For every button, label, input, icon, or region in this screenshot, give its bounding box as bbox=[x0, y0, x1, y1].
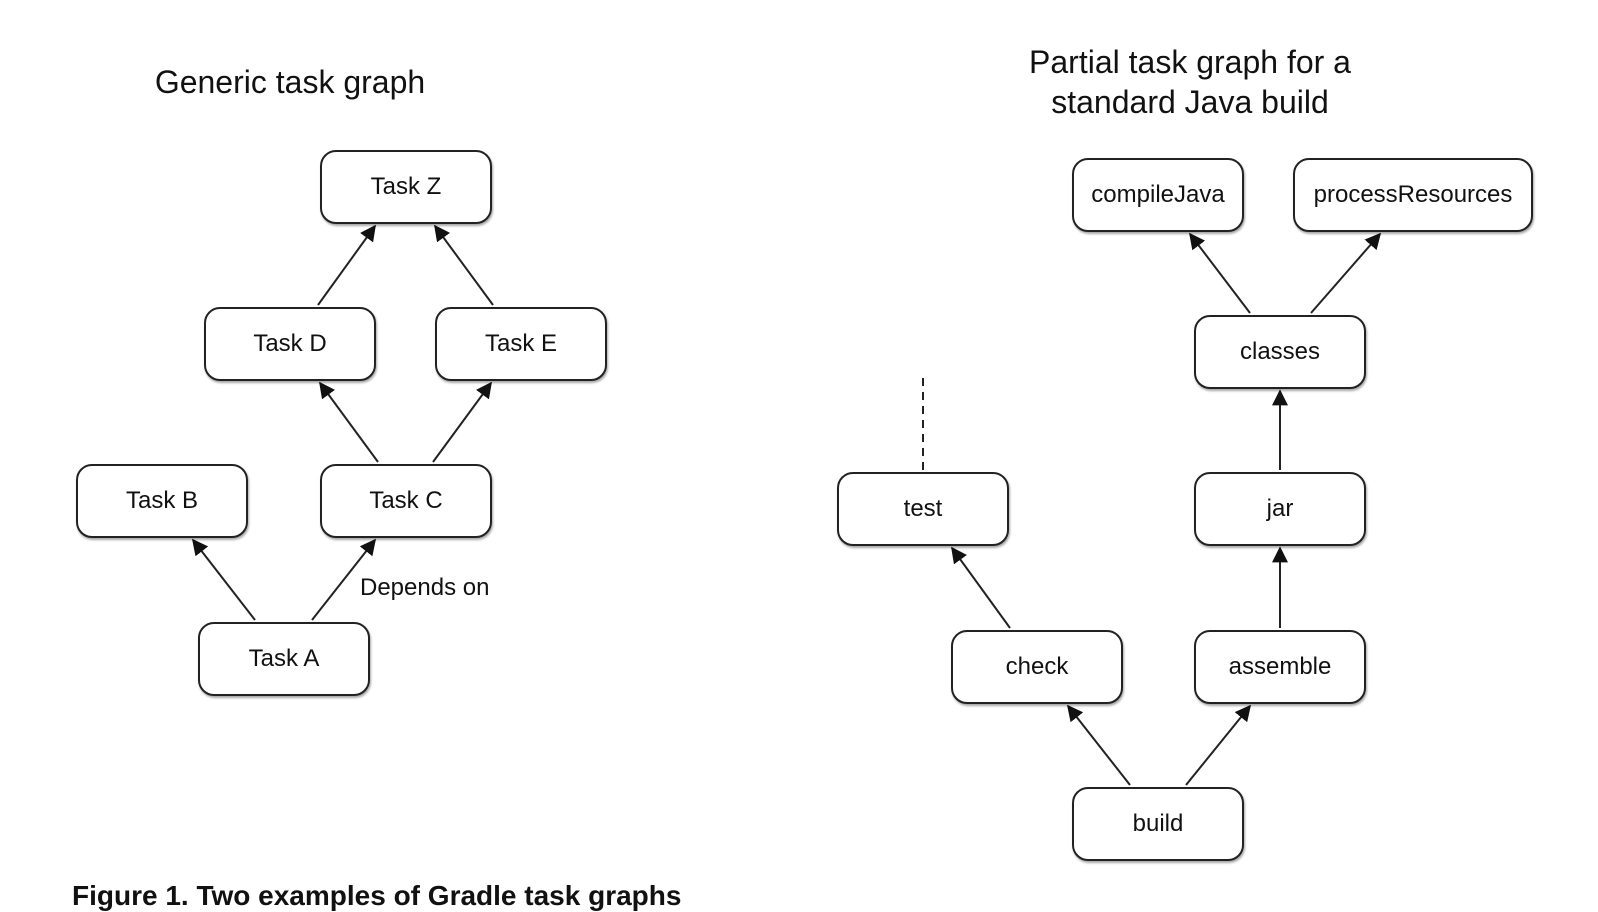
right-title-line-2: standard Java build bbox=[1051, 84, 1329, 120]
node-assemble: assemble bbox=[1194, 630, 1366, 704]
edge-task-c-to-task-e bbox=[432, 381, 492, 463]
node-task-c: Task C bbox=[320, 464, 492, 538]
depends-on-label: Depends on bbox=[360, 574, 490, 601]
node-process-resources: processResources bbox=[1293, 158, 1533, 232]
node-task-z: Task Z bbox=[320, 150, 492, 224]
edge-task-a-to-task-c bbox=[311, 538, 376, 621]
left-diagram-title: Generic task graph bbox=[154, 64, 426, 100]
edge-check-to-test bbox=[951, 546, 1011, 629]
node-task-e: Task E bbox=[435, 307, 607, 381]
edge-build-to-check bbox=[1067, 704, 1131, 786]
edge-classes-to-compile-java bbox=[1189, 232, 1251, 314]
edge-task-e-to-task-z bbox=[434, 224, 494, 306]
node-check: check bbox=[951, 630, 1123, 704]
edge-build-to-assemble bbox=[1185, 704, 1252, 786]
edge-task-d-to-task-z bbox=[317, 224, 376, 306]
figure-caption: Figure 1. Two examples of Gradle task gr… bbox=[72, 880, 682, 911]
node-test: test bbox=[837, 472, 1009, 546]
node-build: build bbox=[1072, 787, 1244, 861]
edge-task-c-to-task-d bbox=[319, 381, 379, 463]
right-diagram-title: Partial task graph for a standard Java b… bbox=[960, 42, 1420, 122]
node-task-d: Task D bbox=[204, 307, 376, 381]
node-task-b: Task B bbox=[76, 464, 248, 538]
node-task-a: Task A bbox=[198, 622, 370, 696]
node-jar: jar bbox=[1194, 472, 1366, 546]
right-title-line-1: Partial task graph for a bbox=[1029, 44, 1351, 80]
edge-task-a-to-task-b bbox=[192, 538, 256, 621]
node-compile-java: compileJava bbox=[1072, 158, 1244, 232]
node-classes: classes bbox=[1194, 315, 1366, 389]
edge-classes-to-process-resources bbox=[1310, 232, 1382, 314]
